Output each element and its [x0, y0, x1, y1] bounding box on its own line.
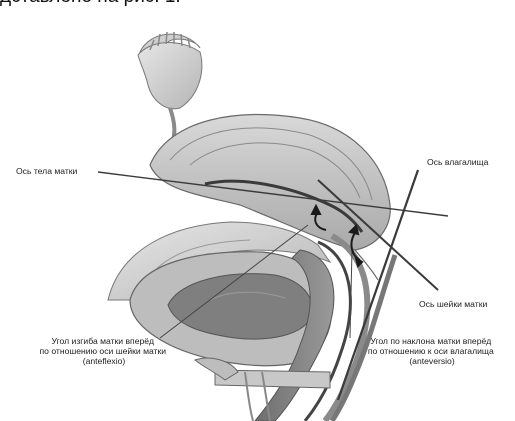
anteversio-label: Угол по наклона матки вперёд по отношени… [368, 336, 496, 366]
anteversio-line-1: Угол по наклона матки вперёд [370, 336, 491, 346]
vagina-axis-label: Ось влагалища [427, 157, 489, 167]
anteversio-line-2: по отношению к оси влагалища [368, 346, 494, 356]
anteversio-line-3: (anteversio) [409, 356, 455, 366]
cervix-axis-label: Ось шейки матки [419, 299, 487, 309]
anteflexio-line-3: (anteflexio) [83, 356, 126, 366]
anteflexio-line-1: Угол изгиба матки вперёд [52, 336, 155, 346]
anteflexio-line-2: по отношению оси шейки матки [40, 346, 167, 356]
anteflexio-label: Угол изгиба матки вперёд по отношению ос… [40, 336, 169, 366]
uterus-body-axis-label: Ось тела матки [16, 166, 78, 176]
